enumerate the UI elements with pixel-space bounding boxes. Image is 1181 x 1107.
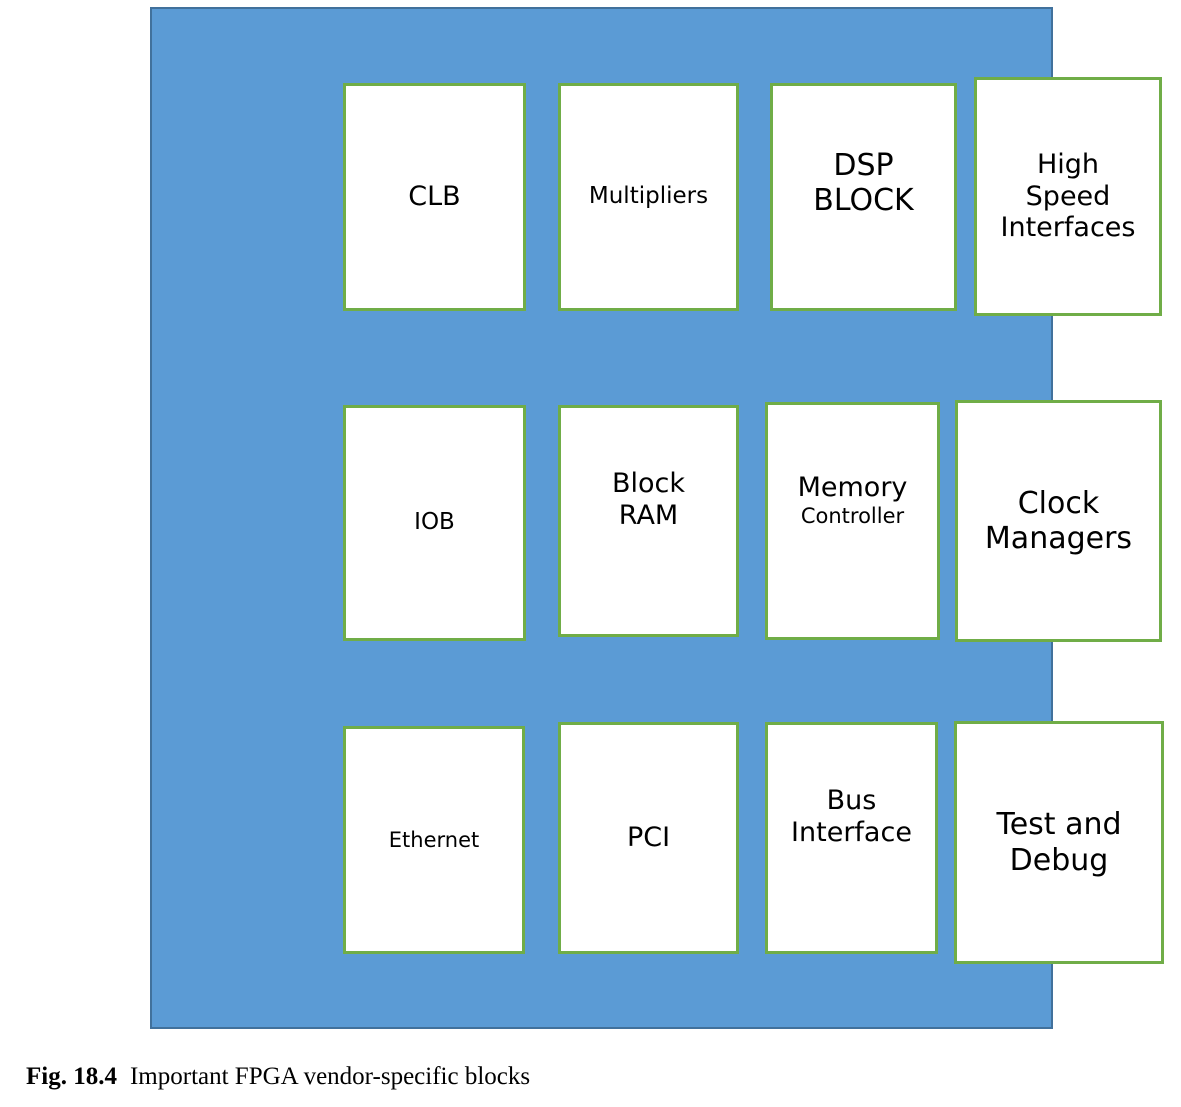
block-iob-label: IOB <box>414 509 455 536</box>
block-multipliers[interactable]: Multipliers <box>558 83 739 311</box>
block-test-and-debug-label-line1: Test and <box>996 807 1122 843</box>
block-multipliers-label: Multipliers <box>588 183 709 210</box>
block-high-speed-interfaces-label-line1: High <box>1036 148 1100 180</box>
block-clock-managers-label-line1: Clock <box>1017 485 1100 521</box>
block-dsp-block-label-line1: DSP <box>833 147 894 183</box>
block-block-ram[interactable]: Block RAM <box>558 405 739 637</box>
block-block-ram-label-line2: RAM <box>618 500 679 531</box>
block-clb-label: CLB <box>408 181 461 213</box>
block-pci-label: PCI <box>626 822 671 854</box>
figure-caption-label: Fig. 18.4 <box>26 1063 117 1090</box>
block-dsp-block-label-line2: BLOCK <box>813 183 914 218</box>
block-memory-controller[interactable]: Memory Controller <box>765 402 940 640</box>
block-test-and-debug[interactable]: Test and Debug <box>954 721 1164 964</box>
block-clock-managers[interactable]: Clock Managers <box>955 400 1162 642</box>
block-memory-controller-label-line2: Controller <box>800 503 905 528</box>
block-high-speed-interfaces[interactable]: High Speed Interfaces <box>974 77 1162 316</box>
figure-caption: Fig. 18.4 Important FPGA vendor-specific … <box>26 1063 1126 1091</box>
figure-caption-text: Important FPGA vendor-specific blocks <box>129 1063 531 1090</box>
block-ethernet-label: Ethernet <box>388 827 480 852</box>
block-bus-interface-label-line1: Bus <box>826 785 877 817</box>
block-ethernet[interactable]: Ethernet <box>343 726 525 954</box>
block-dsp-block[interactable]: DSP BLOCK <box>770 83 957 311</box>
block-memory-controller-label-line1: Memory <box>797 471 908 503</box>
block-test-and-debug-label-line2: Debug <box>1009 842 1109 878</box>
block-pci[interactable]: PCI <box>558 722 739 954</box>
block-high-speed-interfaces-label-line2: Speed <box>1025 180 1111 212</box>
block-block-ram-label-line1: Block <box>611 468 686 500</box>
block-clock-managers-label-line2: Managers <box>984 521 1133 556</box>
block-bus-interface[interactable]: Bus Interface <box>765 722 938 954</box>
block-iob[interactable]: IOB <box>343 405 526 641</box>
block-clb[interactable]: CLB <box>343 83 526 311</box>
block-bus-interface-label-line2: Interface <box>791 817 912 848</box>
block-high-speed-interfaces-label-line3: Interfaces <box>1000 212 1136 244</box>
fpga-architecture-panel: CLB Multipliers DSP BLOCK High Speed Int… <box>150 7 1164 1029</box>
